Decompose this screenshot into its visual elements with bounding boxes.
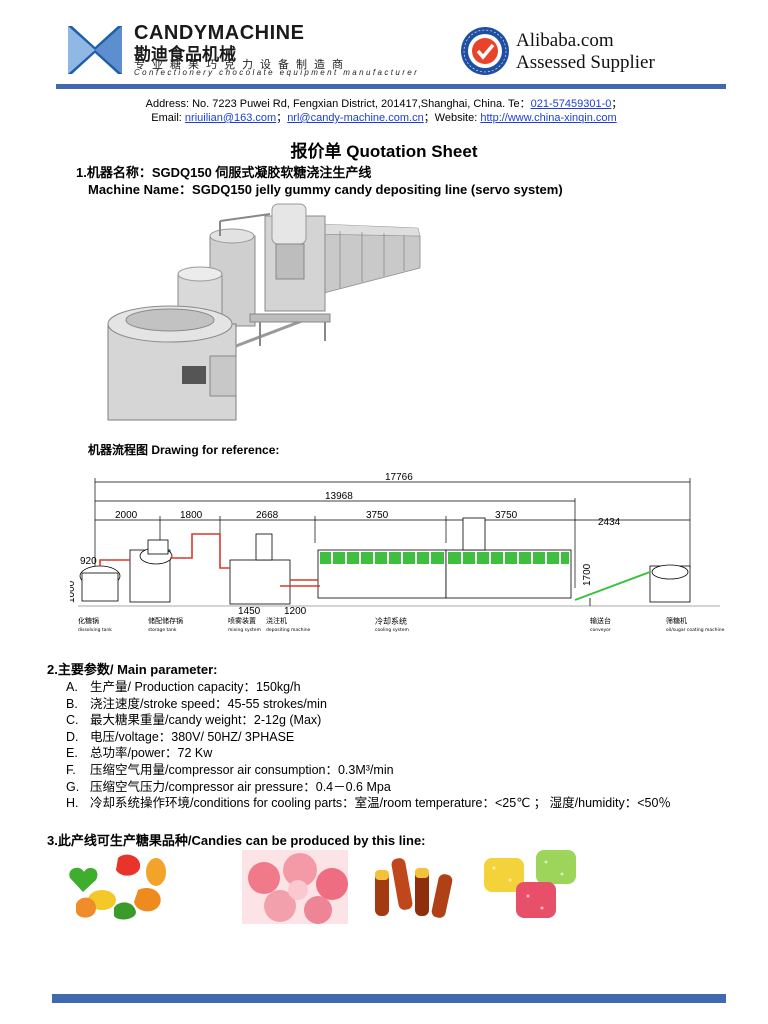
- candy-image-sugar-coated: [484, 850, 576, 918]
- param-text: 最大糖果重量/candy weight：2-12g (Max): [90, 713, 322, 728]
- dim-h3: 1700: [582, 563, 593, 586]
- param-letter: A.: [66, 680, 78, 694]
- label-cooling-en: cooling system: [375, 627, 409, 633]
- param-letter: C.: [66, 713, 79, 728]
- label-dissolving-en: dissolving tank: [78, 627, 112, 633]
- param-row: A. 生产量/ Production capacity：150kg/h: [66, 679, 671, 696]
- label-conveyor-cn: 输送台: [590, 616, 611, 625]
- dim-h2: 1000: [70, 580, 77, 603]
- website-link[interactable]: http://www.china-xinqin.com: [480, 112, 617, 124]
- param-text: 压缩空气压力/compressor air pressure：0.4－0.6 M…: [90, 779, 391, 794]
- param-letter: B.: [66, 696, 78, 711]
- param-text: 电压/voltage：380V/ 50HZ/ 3PHASE: [90, 729, 295, 744]
- brand-chinese-name: 勘迪食品机械: [134, 45, 236, 64]
- dim-total: 17766: [385, 472, 413, 483]
- param-row: G. 压缩空气压力/compressor air pressure：0.4－0.6…: [66, 779, 671, 796]
- address-suffix: ；: [611, 98, 623, 110]
- dim-d5: 3750: [495, 510, 518, 521]
- email-link-1[interactable]: nriuilian@163.com: [184, 112, 277, 124]
- email-link-2[interactable]: nrl@candy-machine.com.cn: [287, 112, 424, 124]
- dim-d3: 2668: [256, 510, 279, 521]
- label-mixing-en: mixing system: [228, 627, 261, 633]
- label-conveyor-en: conveyor: [590, 627, 611, 633]
- email-line: Email: nriuilian@163.com；nrl@candy-machi…: [0, 109, 768, 125]
- assessed-supplier-label: Assessed Supplier: [516, 52, 655, 73]
- param-text: 生产量/ Production capacity：150kg/h: [90, 680, 301, 694]
- candy-image-gummy-bears: [242, 850, 348, 924]
- dim-d6: 2434: [598, 517, 621, 528]
- company-logo: [68, 26, 122, 74]
- param-row: H. 冷却系统操作环境/conditions for cooling parts：…: [66, 795, 671, 812]
- email-label: Email:: [151, 112, 185, 124]
- dim-w2: 1200: [284, 606, 307, 617]
- address-line: Address: No. 7223 Puwei Rd, Fengxian Dis…: [0, 95, 768, 111]
- param-row: F. 压缩空气用量/compressor air consumption：0.3M…: [66, 762, 671, 779]
- assessed-supplier-seal-icon: [461, 27, 509, 75]
- page-title: 报价单 Quotation Sheet: [290, 142, 478, 161]
- candies-heading: 3.此产线可生产糖果品种/Candies can be produced by …: [47, 833, 426, 848]
- label-mixing-cn: 喷雾装置: [228, 616, 256, 625]
- label-storage-en: storage tank: [148, 627, 177, 633]
- label-storage-cn: 储配储存锅: [148, 616, 183, 625]
- param-letter: E.: [66, 746, 78, 761]
- param-row: C. 最大糖果重量/candy weight：2-12g (Max): [66, 712, 671, 729]
- dim-w1: 1450: [238, 606, 261, 617]
- brand-slogan-cn: 专业糖果巧克力设备制造商: [134, 59, 350, 71]
- candy-image-cola-bottles: [375, 858, 453, 918]
- brand-slogan-en: Confectionery chocolate equipment manufa…: [134, 68, 420, 77]
- production-line-photo: [107, 203, 421, 421]
- phone-link[interactable]: 021-57459301-0: [530, 98, 612, 110]
- param-letter: F.: [66, 762, 76, 777]
- label-depositing-en: depositing machine: [266, 627, 311, 633]
- params-list: A. 生产量/ Production capacity：150kg/h B. 浇注速…: [66, 679, 671, 812]
- param-text: 压缩空气用量/compressor air consumption：0.3M³/…: [90, 762, 394, 777]
- brand-name: CANDYMACHINE: [134, 22, 305, 44]
- header-divider: [56, 84, 726, 89]
- param-text: 冷却系统操作环境/conditions for cooling parts：室温…: [90, 796, 671, 811]
- label-depositing-cn: 浇注机: [266, 616, 287, 625]
- machine-name-en: Machine Name：SGDQ150 jelly gummy candy d…: [88, 182, 563, 197]
- website-label: ；Website:: [423, 112, 481, 124]
- machine-name-cn: 1.机器名称：SGDQ150 伺服式凝胶软糖浇注生产线: [76, 165, 372, 180]
- param-text: 总功率/power：72 Kw: [90, 746, 213, 761]
- footer-divider: [52, 994, 726, 1003]
- dim-h1: 920: [80, 556, 97, 567]
- drawing-caption: 机器流程图 Drawing for reference:: [88, 443, 280, 457]
- address-text: Address: No. 7223 Puwei Rd, Fengxian Dis…: [145, 98, 531, 110]
- dim-d1: 2000: [115, 510, 138, 521]
- alibaba-title: Alibaba.com: [516, 30, 614, 51]
- label-cooling-cn: 冷却系统: [375, 616, 407, 626]
- param-letter: G.: [66, 779, 80, 794]
- param-row: D. 电压/voltage：380V/ 50HZ/ 3PHASE: [66, 729, 671, 746]
- param-letter: H.: [66, 796, 79, 811]
- label-coating-cn: 筛糖机: [666, 616, 687, 625]
- param-row: B. 浇注速度/stroke speed：45-55 strokes/min: [66, 696, 671, 713]
- param-letter: D.: [66, 729, 79, 744]
- dim-d2: 1800: [180, 510, 203, 521]
- label-dissolving-cn: 化糖锅: [78, 616, 99, 625]
- label-coating-en: oil/sugar coating machine: [666, 627, 725, 633]
- dim-d4: 3750: [366, 510, 389, 521]
- candy-image-fruit-shapes: [69, 854, 166, 920]
- param-row: E. 总功率/power：72 Kw: [66, 745, 671, 762]
- param-text: 浇注速度/stroke speed：45-55 strokes/min: [90, 696, 327, 711]
- logo-x-icon: [68, 26, 122, 74]
- dim-sub: 13968: [325, 491, 353, 502]
- email-separator: ；: [276, 112, 288, 124]
- layout-drawing: 17766 13968 2000 1800 2668 3750 3750 243…: [70, 472, 725, 633]
- params-heading: 2.主要参数/ Main parameter:: [47, 662, 218, 677]
